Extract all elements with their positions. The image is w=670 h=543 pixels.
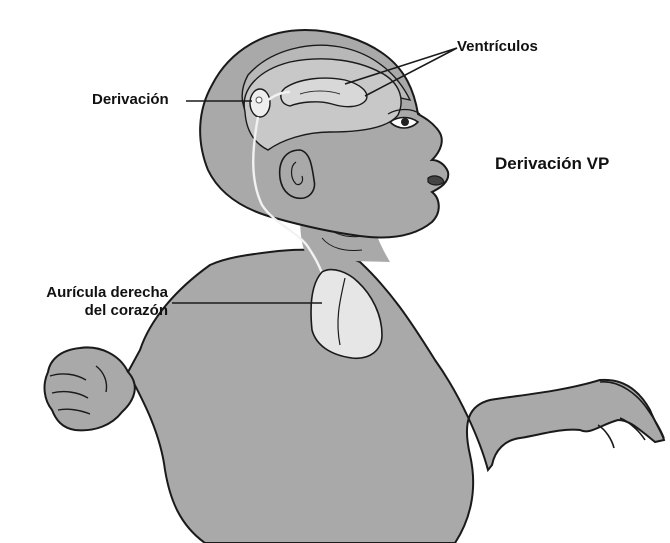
label-right-atrium: Aurícula derecha del corazón bbox=[6, 284, 168, 320]
iris bbox=[401, 118, 409, 126]
label-right-atrium-line2: del corazón bbox=[6, 302, 168, 320]
label-right-atrium-line1: Aurícula derecha bbox=[6, 284, 168, 302]
shunt-valve-dot bbox=[256, 97, 262, 103]
left-fist bbox=[45, 347, 135, 430]
label-shunt: Derivación bbox=[92, 91, 169, 109]
diagram-title: Derivación VP bbox=[495, 155, 609, 173]
ear bbox=[280, 150, 315, 198]
label-ventricles: Ventrículos bbox=[457, 38, 538, 56]
torso bbox=[128, 250, 664, 543]
